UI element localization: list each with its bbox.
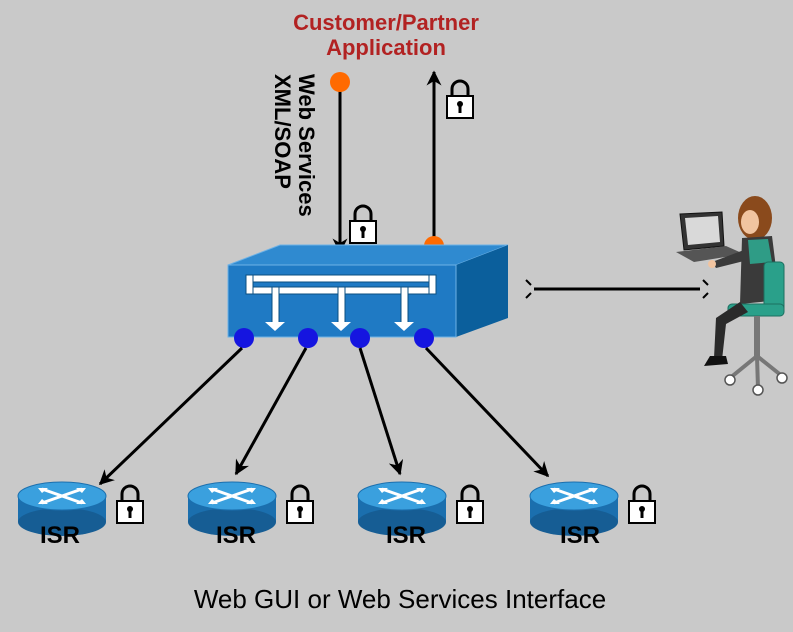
user-at-laptop-icon bbox=[676, 196, 788, 396]
link-arrow bbox=[98, 346, 244, 486]
web-services-line1: Web Services bbox=[294, 74, 319, 217]
web-services-label: Web Services XML/SOAP bbox=[270, 74, 319, 217]
port-dot bbox=[234, 328, 254, 348]
switch-icon bbox=[227, 244, 509, 338]
lock-icon bbox=[285, 484, 315, 525]
router-label: ISR bbox=[40, 522, 80, 549]
port-dot bbox=[350, 328, 370, 348]
caption: Web GUI or Web Services Interface bbox=[194, 584, 606, 614]
app-output-dot bbox=[330, 72, 350, 92]
lock-icon bbox=[115, 484, 145, 525]
lock-icon bbox=[627, 484, 657, 525]
link-arrow bbox=[234, 347, 308, 476]
application-title-line1: Customer/Partner bbox=[293, 10, 479, 35]
link-arrow bbox=[358, 347, 404, 476]
lock-icon bbox=[348, 204, 378, 245]
link-break-marks bbox=[525, 279, 709, 299]
web-services-line2: XML/SOAP bbox=[270, 74, 295, 189]
router-label: ISR bbox=[386, 522, 426, 549]
router-label: ISR bbox=[216, 522, 256, 549]
application-title-line2: Application bbox=[326, 35, 446, 60]
router-label: ISR bbox=[560, 522, 600, 549]
port-dot bbox=[414, 328, 434, 348]
lock-icon bbox=[455, 484, 485, 525]
port-dot bbox=[298, 328, 318, 348]
link-arrow bbox=[424, 346, 550, 478]
lock-icon bbox=[445, 79, 475, 120]
